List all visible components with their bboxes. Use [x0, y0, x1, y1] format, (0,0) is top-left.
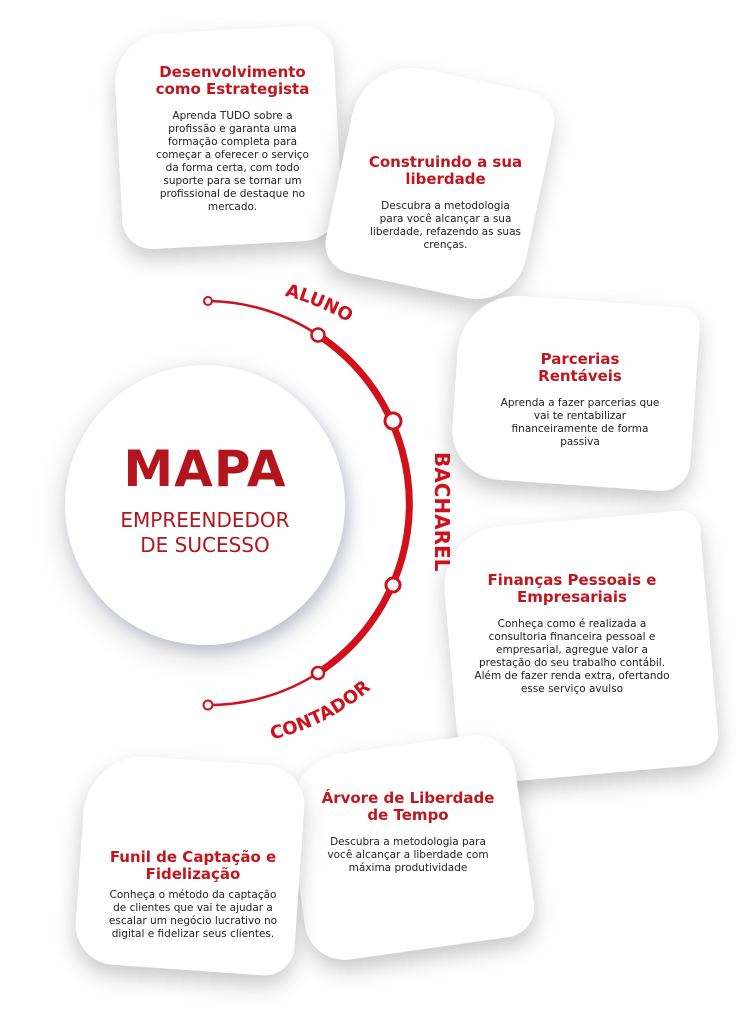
card-title: Parcerias Rentáveis	[538, 350, 622, 385]
card-description: Conheça o método da captação de clientes…	[108, 889, 278, 940]
stage-label-contador-text: CONTADOR	[268, 676, 375, 744]
card-title: Funil de Captação e Fidelização	[109, 848, 277, 883]
stage-node-bacharel-end	[384, 576, 402, 594]
card-description: Aprenda a fazer parcerias que vai te ren…	[500, 397, 660, 448]
arc-end-dot-bottom	[202, 699, 214, 711]
card-title: Construindo a sua liberdade	[368, 153, 523, 188]
card-description: Aprenda TUDO sobre a profissão e garanta…	[156, 110, 309, 213]
card-funil: Funil de Captação e Fidelização Conheça …	[108, 849, 278, 941]
subtitle-line-2: DE SUCESSO	[140, 533, 270, 557]
card-title: Finanças Pessoais e Empresariais	[487, 571, 657, 606]
card-title: Desenvolvimento como Estrategista	[155, 63, 310, 98]
stage-label-contador: CONTADOR	[268, 676, 375, 744]
arc-end-dot-top	[203, 296, 213, 306]
card-parcerias: Parcerias Rentáveis Aprenda a fazer parc…	[500, 351, 660, 449]
stage-label-aluno: ALUNO	[283, 280, 356, 327]
card-description: Descubra a metodologia para você alcança…	[370, 200, 521, 251]
stage-label-aluno-text: ALUNO	[283, 280, 356, 327]
subtitle-line-1: EMPREENDEDOR	[120, 508, 290, 532]
center-circle	[65, 365, 345, 645]
arc-thick	[316, 332, 413, 676]
card-liberdade: Construindo a sua liberdade Descubra a m…	[368, 154, 523, 252]
card-title: Árvore de Liberdade de Tempo	[321, 789, 495, 824]
card-financas: Finanças Pessoais e Empresariais Conheça…	[472, 572, 672, 696]
card-description: Descubra a metodologia para você alcança…	[327, 836, 489, 874]
center-subtitle: EMPREENDEDOR DE SUCESSO	[65, 508, 345, 558]
center-title: MAPA	[123, 440, 287, 498]
stage-label-bacharel: BACHAREL	[430, 452, 454, 572]
stage-node-aluno	[310, 327, 326, 343]
arc-thin-top	[207, 299, 319, 337]
stage-node-bacharel-start	[383, 411, 403, 431]
stage-node-contador	[310, 665, 326, 681]
card-estrategista: Desenvolvimento como Estrategista Aprend…	[140, 64, 325, 214]
card-description: Conheça como é realizada a consultoria f…	[474, 618, 670, 695]
arc-thin-bottom	[207, 671, 319, 707]
card-arvore: Árvore de Liberdade de Tempo Descubra a …	[318, 790, 498, 875]
